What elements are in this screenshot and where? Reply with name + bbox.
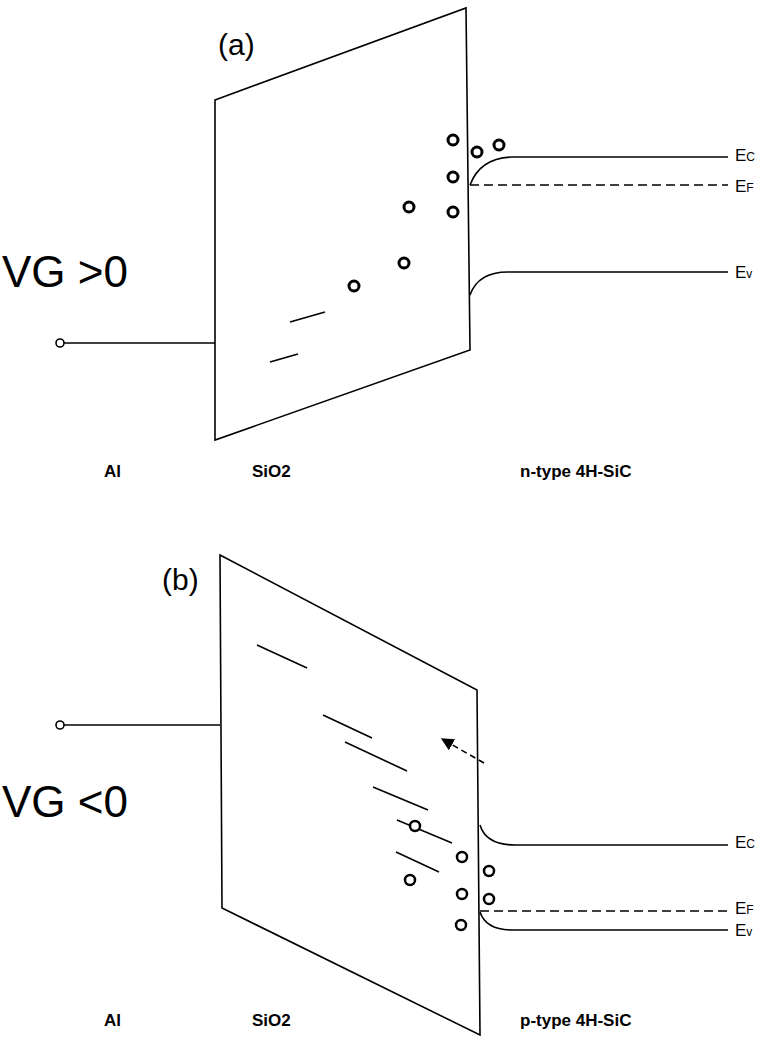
electrons <box>349 135 504 291</box>
material-label: SiO2 <box>252 1012 291 1029</box>
fermi-level <box>470 184 728 186</box>
panel-letter: (b) <box>162 565 199 595</box>
panel-b <box>56 555 728 1035</box>
gate-wire <box>64 724 220 726</box>
conduction-band <box>470 157 728 185</box>
oxide-slab <box>215 8 470 440</box>
material-label: Al <box>104 1012 121 1029</box>
trap-level <box>396 852 439 872</box>
panel-a <box>56 8 728 440</box>
gate-wire <box>64 342 215 344</box>
conduction-band <box>480 825 728 845</box>
holes <box>405 821 494 930</box>
valence-band <box>480 912 728 930</box>
gate-terminal <box>56 721 64 729</box>
fermi-level <box>480 910 728 912</box>
gate-terminal <box>56 339 64 347</box>
trap-level <box>373 787 428 810</box>
band-label: EC <box>735 147 755 164</box>
trap-level <box>397 820 452 843</box>
material-label: n-type 4H-SiC <box>520 463 631 480</box>
panel-letter: (a) <box>218 30 255 60</box>
trap-level <box>290 312 325 322</box>
material-label: Al <box>104 463 121 480</box>
band-label: Ev <box>735 264 752 281</box>
band-label: Ev <box>735 922 752 939</box>
gate-voltage: VG >0 <box>2 250 128 294</box>
valence-band <box>470 272 728 295</box>
trap-level <box>270 354 298 362</box>
trap-level <box>257 645 307 668</box>
trap-level <box>323 715 372 738</box>
band-label: EF <box>735 178 754 195</box>
trap-level <box>345 742 407 771</box>
material-label: SiO2 <box>252 463 291 480</box>
emission-arrow <box>442 739 484 763</box>
material-label: p-type 4H-SiC <box>520 1012 631 1029</box>
band-label: EF <box>735 900 754 917</box>
band-label: EC <box>735 834 755 851</box>
oxide-slab <box>220 555 480 1035</box>
gate-voltage: VG <0 <box>2 780 128 824</box>
